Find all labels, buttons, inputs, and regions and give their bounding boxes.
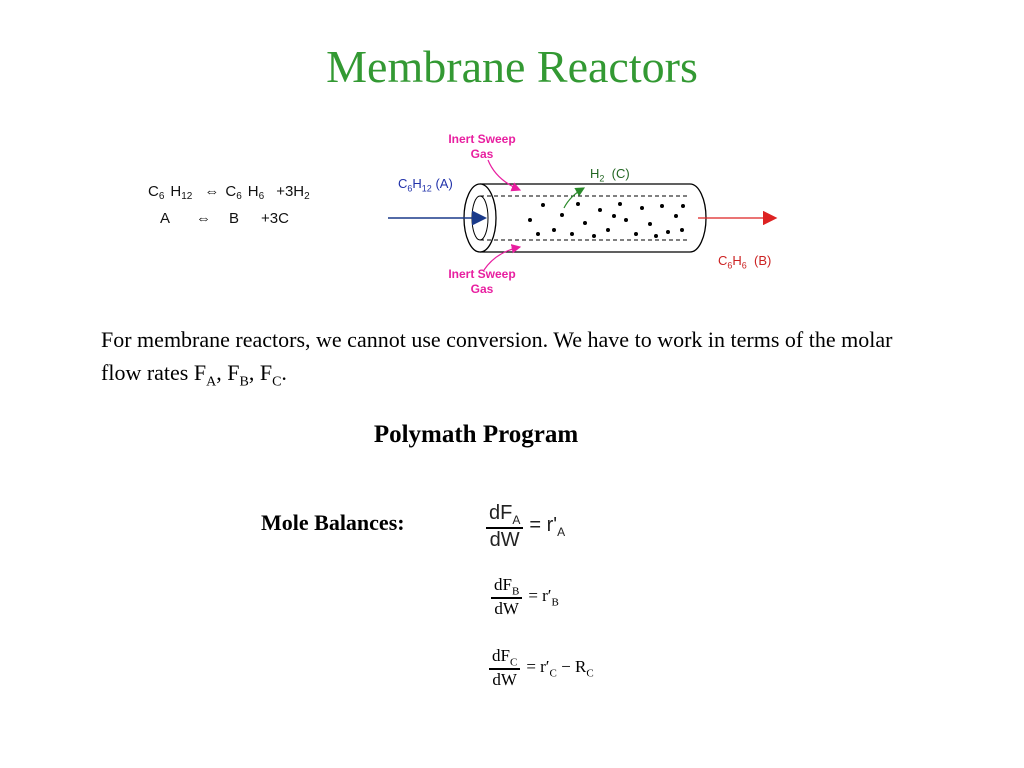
feed-label: C6H12 (A) bbox=[398, 176, 453, 194]
product-label: C6H6 (B) bbox=[718, 253, 772, 271]
outer-shell-tube bbox=[463, 183, 707, 253]
mole-balance-equation-a: dFA dW = r'A bbox=[486, 502, 565, 552]
sweep-gas-label-top: Inert Sweep Gas bbox=[434, 132, 530, 162]
fraction-b: dFB dW bbox=[491, 575, 523, 619]
sweep-gas-label-bottom: Inert Sweep Gas bbox=[434, 267, 530, 297]
slide-title: Membrane Reactors bbox=[326, 41, 698, 92]
hydrogen-label: H2 (C) bbox=[590, 166, 630, 184]
hydrogen-permeation-arrow bbox=[563, 187, 586, 209]
equilibrium-arrow: ⇔ bbox=[204, 183, 220, 200]
sweep-gas-bottom-line2: Gas bbox=[470, 282, 494, 296]
mole-balance-equation-c: dFC dW = r′C − RC bbox=[489, 646, 594, 690]
sweep-gas-arrow-top bbox=[487, 159, 522, 192]
fraction-c: dFC dW bbox=[489, 646, 521, 690]
inner-membrane-tube bbox=[471, 195, 690, 241]
mole-balance-equation-b: dFB dW = r′B bbox=[491, 575, 559, 619]
catalyst-particles bbox=[528, 202, 685, 238]
hydrogen-formula: +3H2 bbox=[276, 183, 310, 202]
polymath-program-heading: Polymath Program bbox=[373, 421, 579, 448]
fraction-a: dFA dW bbox=[486, 502, 524, 552]
species-b: B bbox=[229, 210, 240, 227]
sweep-gas-arrow-bottom bbox=[483, 244, 522, 271]
reaction-species-line: A ⇔ B +3C bbox=[160, 210, 322, 227]
species-a: A bbox=[160, 210, 171, 227]
species-c: +3C bbox=[261, 210, 289, 227]
sweep-gas-top-line2: Gas bbox=[470, 147, 494, 161]
explanation-paragraph: For membrane reactors, we cannot use con… bbox=[101, 327, 893, 390]
sweep-gas-bottom-line1: Inert Sweep bbox=[448, 267, 516, 281]
sweep-gas-top-line1: Inert Sweep bbox=[448, 132, 516, 146]
membrane-reactor-diagram bbox=[388, 159, 778, 271]
mole-balances-label: Mole Balances: bbox=[261, 510, 405, 535]
equilibrium-arrow-2: ⇔ bbox=[196, 210, 212, 227]
